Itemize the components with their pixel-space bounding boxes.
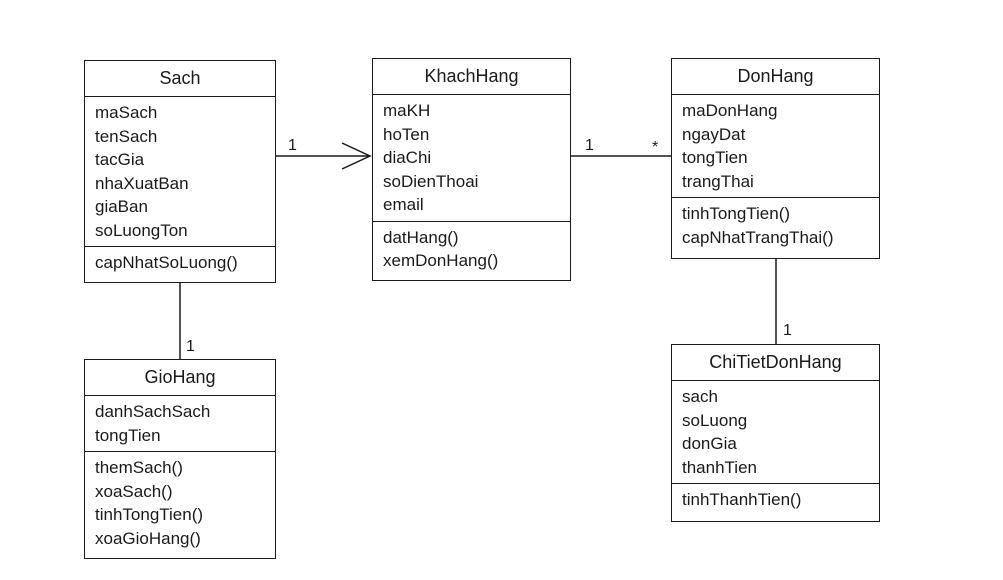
attribute: giaBan bbox=[95, 197, 148, 216]
attribute: ngayDat bbox=[682, 124, 746, 144]
attribute-list: danhSachSach tongTien bbox=[85, 396, 275, 451]
method: capNhatSoLuong() bbox=[95, 253, 238, 272]
class-box-chitietdonhang: ChiTietDonHang sach soLuong donGia thanh… bbox=[671, 344, 880, 522]
class-box-khachhang: KhachHang maKH hoTen diaChi soDienThoai … bbox=[372, 58, 571, 281]
class-name: KhachHang bbox=[373, 59, 570, 95]
attribute: nhaXuatBan bbox=[95, 173, 189, 193]
method: tinhThanhTien() bbox=[682, 490, 802, 509]
class-name: DonHang bbox=[672, 59, 879, 95]
method: tinhTongTien() bbox=[682, 204, 791, 223]
attribute: sach bbox=[682, 387, 718, 406]
method-list: tinhTongTien() capNhatTrangThai() bbox=[672, 197, 879, 253]
attribute: tacGia bbox=[95, 150, 145, 169]
attribute: danhSachSach bbox=[95, 402, 211, 421]
attribute: soLuongTon bbox=[95, 220, 188, 240]
attribute-list: maKH hoTen diaChi soDienThoai email bbox=[373, 95, 570, 221]
multiplicity-donhang-end: * bbox=[652, 139, 659, 156]
attribute-list: maDonHang ngayDat tongTien trangThai bbox=[672, 95, 879, 197]
navigability-arrowhead bbox=[341, 142, 372, 170]
class-name: ChiTietDonHang bbox=[672, 345, 879, 381]
attribute: email bbox=[383, 195, 424, 214]
attribute: tongTien bbox=[95, 425, 161, 445]
attribute: trangThai bbox=[682, 171, 754, 191]
method: datHang() bbox=[383, 227, 459, 247]
attribute: thanhTien bbox=[682, 457, 757, 477]
attribute: hoTen bbox=[383, 124, 430, 144]
method: capNhatTrangThai() bbox=[682, 227, 834, 247]
method: tinhTongTien() bbox=[95, 505, 204, 524]
method-list: capNhatSoLuong() bbox=[85, 246, 275, 279]
attribute: maKH bbox=[383, 101, 431, 120]
multiplicity-sach-giohang: 1 bbox=[186, 338, 195, 355]
method: xemDonHang() bbox=[383, 251, 499, 270]
method-list: tinhThanhTien() bbox=[672, 483, 879, 516]
attribute: maSach bbox=[95, 103, 158, 122]
class-name: GioHang bbox=[85, 360, 275, 396]
attribute: maDonHang bbox=[682, 101, 778, 120]
attribute: donGia bbox=[682, 434, 737, 453]
method-list: themSach() xoaSach() tinhTongTien() xoaG… bbox=[85, 451, 275, 554]
attribute: tenSach bbox=[95, 126, 158, 146]
attribute: diaChi bbox=[383, 148, 432, 167]
class-box-sach: Sach maSach tenSach tacGia nhaXuatBan gi… bbox=[84, 60, 276, 283]
method: xoaSach() bbox=[95, 481, 173, 501]
multiplicity-donhang-chitiet: 1 bbox=[783, 322, 792, 339]
attribute: soLuong bbox=[682, 410, 748, 430]
attribute-list: maSach tenSach tacGia nhaXuatBan giaBan … bbox=[85, 97, 275, 246]
multiplicity-khachhang-end: 1 bbox=[585, 137, 594, 154]
class-box-donhang: DonHang maDonHang ngayDat tongTien trang… bbox=[671, 58, 880, 259]
class-box-giohang: GioHang danhSachSach tongTien themSach()… bbox=[84, 359, 276, 559]
multiplicity-sach-khachhang: 1 bbox=[288, 137, 297, 154]
attribute: soDienThoai bbox=[383, 171, 479, 191]
method: themSach() bbox=[95, 458, 183, 477]
method: xoaGioHang() bbox=[95, 528, 201, 548]
class-name: Sach bbox=[85, 61, 275, 97]
method-list: datHang() xemDonHang() bbox=[373, 220, 570, 277]
attribute: tongTien bbox=[682, 148, 748, 167]
attribute-list: sach soLuong donGia thanhTien bbox=[672, 381, 879, 483]
